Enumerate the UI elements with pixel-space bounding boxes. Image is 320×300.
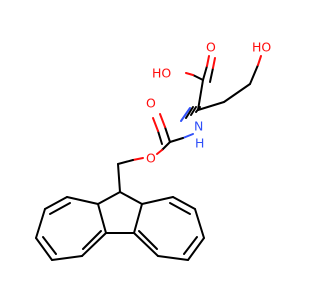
stereo-hash-bond — [180, 106, 201, 122]
amide-hydrogen-label: H — [195, 136, 204, 151]
backbone-bonds — [180, 79, 225, 122]
ester-oxygen-label: O — [146, 151, 156, 166]
amide-nitrogen-label: N — [194, 119, 203, 134]
side-chain-bonds — [223, 55, 262, 103]
carbamate-carbonyl-oxygen-label: O — [146, 96, 156, 111]
carbamate-bonds — [152, 113, 194, 155]
linker-bonds — [117, 157, 144, 193]
hydroxyl-label: HO — [252, 40, 271, 55]
molecule-structure: HO HO O N H O O — [35, 40, 271, 261]
left-benzene-ring — [35, 196, 107, 261]
carboxyl-bonds — [185, 55, 216, 83]
right-benzene-ring — [133, 196, 205, 261]
acid-hydroxyl-label: HO — [152, 66, 171, 81]
fluorene-five-ring — [97, 191, 143, 234]
acid-carbonyl-oxygen-label: O — [206, 40, 216, 55]
